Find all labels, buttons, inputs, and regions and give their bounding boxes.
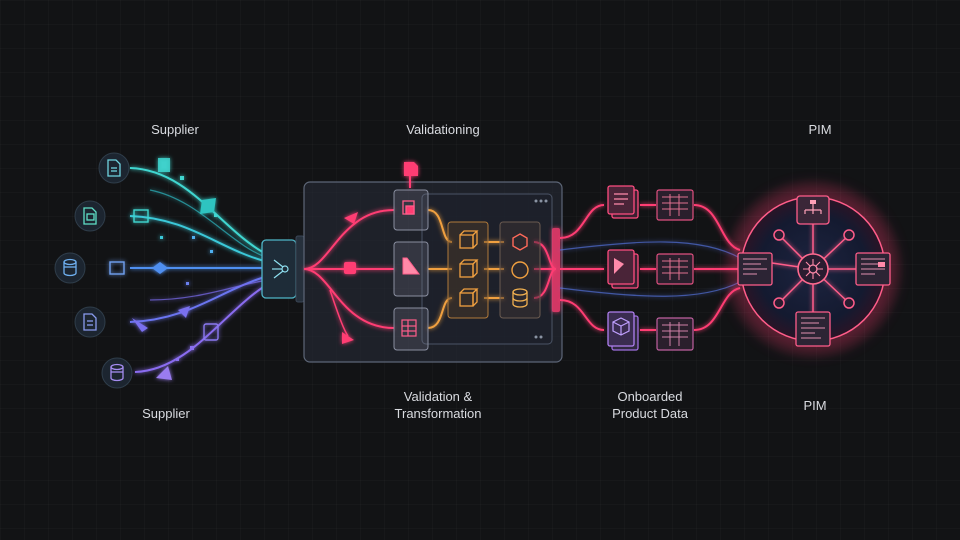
supplier-source-database-2[interactable] (101, 357, 133, 389)
circle-icon (511, 261, 529, 279)
pim-bottom-card[interactable] (795, 311, 831, 347)
transform-step-1[interactable] (459, 230, 479, 249)
product-table-1[interactable] (656, 189, 694, 221)
pim-left-card[interactable] (737, 252, 773, 286)
validation-step-2[interactable] (393, 241, 429, 297)
supplier-bottom-label: Supplier (142, 406, 190, 421)
cube-icon (459, 230, 479, 249)
validation-step-1[interactable] (393, 189, 429, 231)
validation-bottom-line2: Transformation (394, 406, 482, 421)
validation-top-label: Validationing (406, 122, 480, 137)
product-doc-2[interactable] (607, 249, 639, 289)
transform-column (447, 221, 541, 319)
pim-hub[interactable] (721, 177, 905, 361)
pim-right-card[interactable] (855, 252, 891, 286)
pim-org-chart-node[interactable] (796, 195, 830, 225)
transform-step-3[interactable] (459, 288, 479, 307)
network-hub-icon (797, 253, 829, 285)
supplier-hub[interactable] (261, 235, 305, 303)
pim-top-label: PIM (808, 122, 832, 137)
validation-bottom-label: Validation & Transformation (358, 388, 518, 422)
flag-icon (402, 257, 420, 275)
supplier-top-label: Supplier (151, 122, 199, 137)
onboarded-label: Onboarded Product Data (580, 388, 720, 422)
product-doc-1[interactable] (607, 185, 639, 219)
supplier-source-database-1[interactable] (54, 252, 86, 284)
product-flow-lines (559, 204, 741, 331)
validation-step-3[interactable] (393, 307, 429, 351)
pim-bottom-label: PIM (803, 398, 827, 413)
database-icon (110, 363, 124, 382)
validation-output-connector (552, 228, 560, 312)
checklist-icon (401, 319, 417, 337)
database-icon (512, 288, 528, 308)
data-fragments (109, 158, 219, 380)
supplier-flow-lines (129, 167, 269, 373)
supplier-source-document-1[interactable] (98, 152, 130, 184)
document-icon (83, 313, 97, 331)
product-doc-3[interactable] (607, 311, 639, 351)
supplier-source-spreadsheet[interactable] (74, 200, 106, 232)
cube-icon (459, 259, 479, 278)
onboarded-line2: Product Data (612, 406, 688, 421)
validation-arrows (342, 162, 418, 344)
output-circle[interactable] (511, 261, 529, 279)
database-icon (63, 258, 77, 277)
share-node-icon (272, 259, 289, 279)
product-table-2[interactable] (656, 253, 694, 285)
cube-box-icon (612, 317, 630, 336)
check-document-icon (402, 200, 415, 215)
spreadsheet-icon (83, 207, 97, 225)
pim-satellite-nodes (773, 229, 855, 309)
onboarded-line1: Onboarded (617, 389, 683, 404)
cube-icon (459, 288, 479, 307)
output-database[interactable] (512, 288, 528, 308)
document-stack-icon (614, 193, 628, 205)
product-table-3[interactable] (656, 317, 694, 351)
document-icon (107, 159, 121, 177)
flag-document-icon (614, 258, 624, 274)
validation-bottom-line1: Validation & (403, 389, 473, 404)
hexagon-icon (512, 233, 528, 251)
transform-step-2[interactable] (459, 259, 479, 278)
output-hexagon[interactable] (512, 233, 528, 251)
supplier-source-document-2[interactable] (74, 306, 106, 338)
